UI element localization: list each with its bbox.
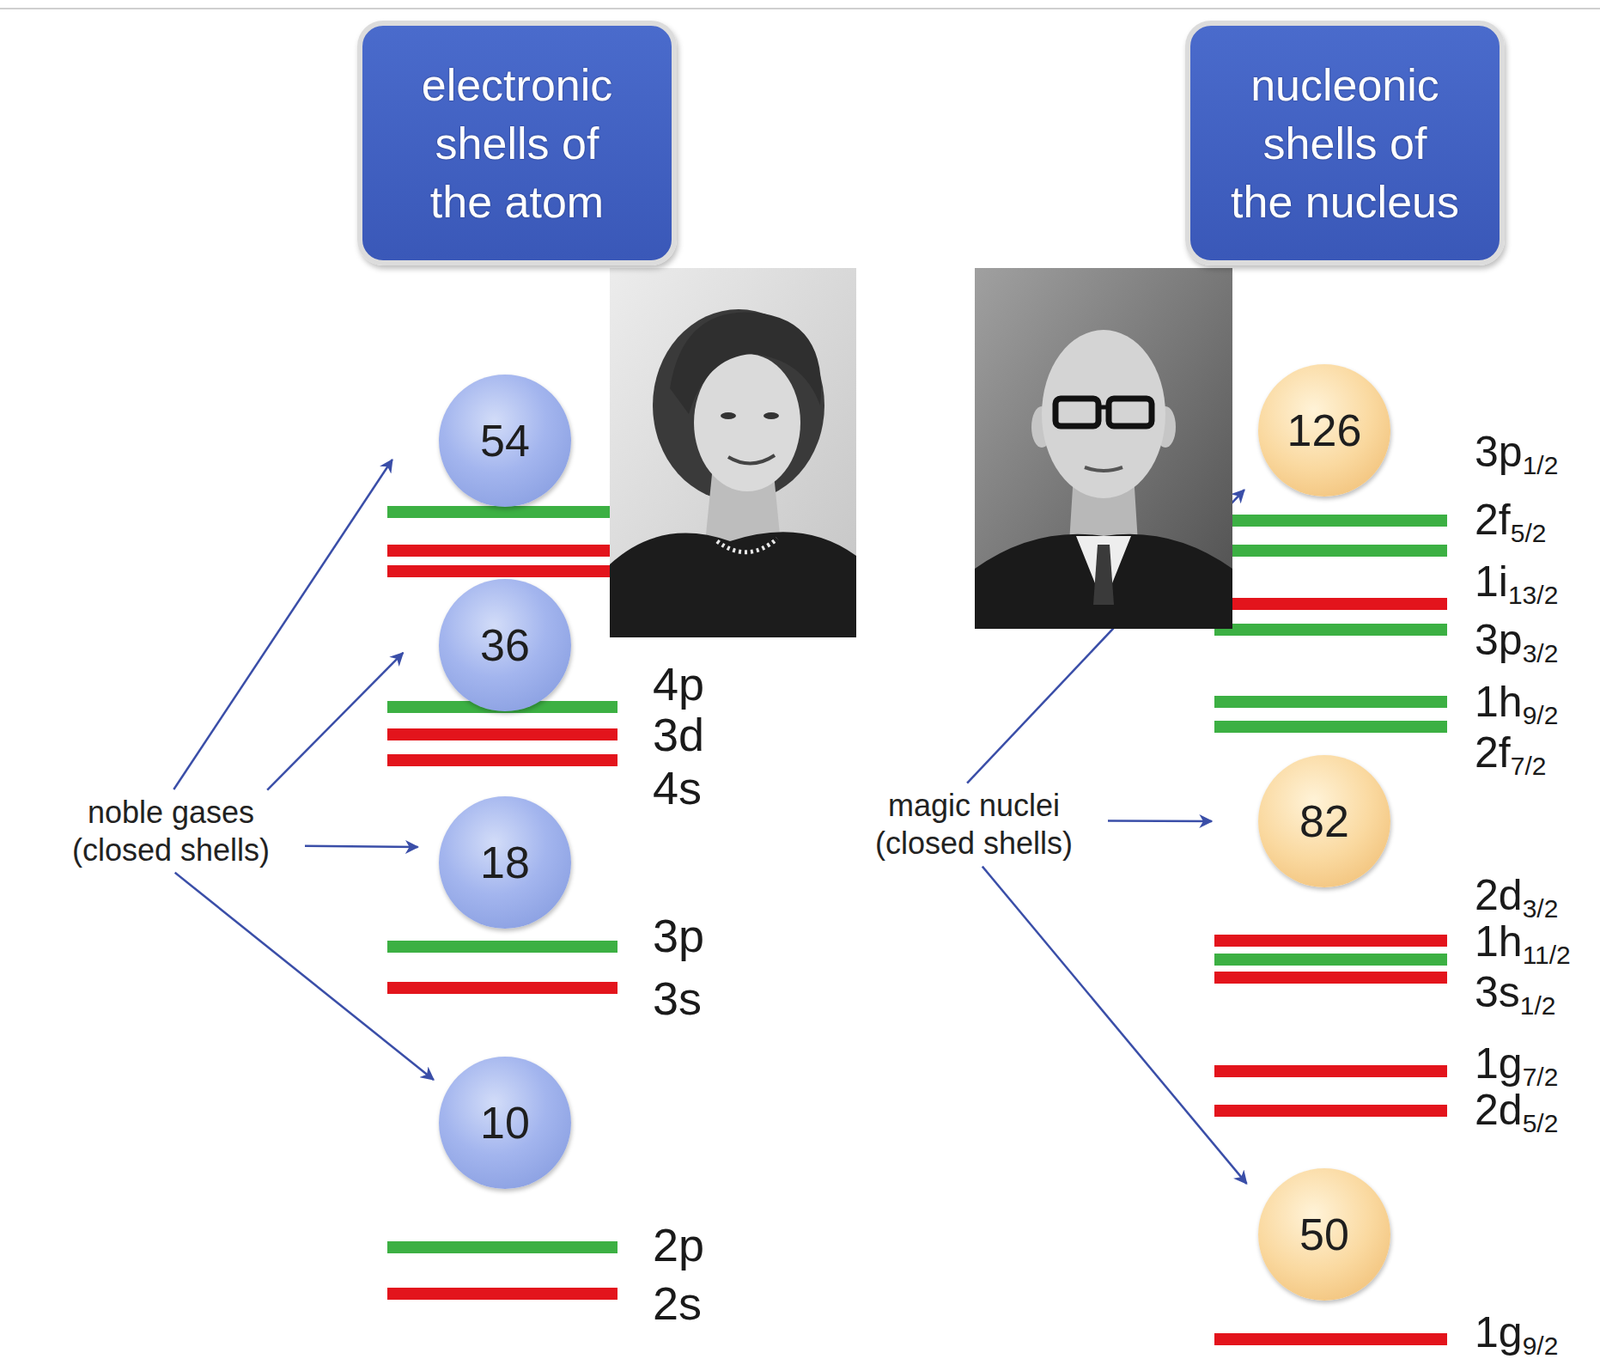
magic-number: 54	[480, 418, 530, 463]
hair-top	[669, 312, 822, 414]
level-label: 1h9/2	[1474, 680, 1558, 729]
header-box: electronic shells of the atom	[357, 20, 677, 266]
tie	[1093, 544, 1114, 605]
arrow-connector	[1107, 819, 1212, 822]
level-label: 2p	[652, 1221, 705, 1268]
group-label: magic nuclei (closed shells)	[845, 786, 1103, 863]
level-bar	[387, 981, 618, 994]
shell-circle: 10	[438, 1056, 572, 1189]
level-label: 3p	[652, 912, 705, 959]
dress	[609, 531, 857, 638]
head	[1041, 329, 1166, 499]
level-label: 3s	[652, 974, 702, 1022]
level-label: 2d3/2	[1474, 873, 1558, 922]
shell-circle: 18	[438, 796, 572, 929]
level-label: 4p	[652, 660, 705, 707]
level-bar	[387, 505, 618, 518]
level-bar	[387, 1287, 618, 1300]
arrow-connector	[267, 652, 403, 791]
necklace	[717, 538, 778, 553]
level-label: 2f5/2	[1474, 498, 1546, 547]
magic-number: 126	[1287, 407, 1363, 453]
level-label: 3s1/2	[1474, 970, 1557, 1019]
level-bar	[1214, 953, 1448, 966]
level-bar	[1214, 514, 1448, 527]
header-text: nucleonic shells of the nucleus	[1228, 55, 1461, 232]
level-label: 1g9/2	[1474, 1310, 1558, 1359]
level-bar	[387, 754, 618, 767]
level-label: 2s	[652, 1279, 702, 1327]
level-bar	[1214, 971, 1448, 984]
group-text: magic nuclei (closed shells)	[845, 786, 1103, 863]
level-bar	[1214, 720, 1448, 733]
portrait-photo	[974, 267, 1233, 629]
shell-circle: 54	[438, 374, 572, 507]
magic-number: 36	[480, 622, 530, 668]
level-bar	[387, 1241, 618, 1254]
level-bar	[387, 728, 618, 741]
level-label: 4s	[652, 764, 702, 811]
level-bar	[1214, 544, 1448, 557]
level-bar	[1214, 623, 1448, 636]
mouth	[1084, 467, 1123, 471]
group-label: noble gases (closed shells)	[42, 793, 300, 870]
level-bar	[1214, 1064, 1448, 1077]
level-label: 1g7/2	[1474, 1041, 1558, 1090]
eye	[720, 412, 737, 420]
nucleus-levels	[1214, 514, 1448, 1345]
arrow-connector	[173, 459, 392, 790]
level-bar	[1214, 934, 1448, 947]
level-bar	[1214, 1104, 1448, 1117]
group-text: noble gases (closed shells)	[42, 793, 300, 870]
magic-number: 18	[480, 839, 530, 885]
level-bar	[1214, 695, 1448, 708]
eye	[763, 412, 779, 420]
atom-levels	[387, 505, 618, 1300]
shell-circle: 126	[1258, 364, 1391, 497]
shell-circle: 82	[1258, 754, 1391, 888]
level-label: 3p3/2	[1474, 618, 1558, 667]
magic-number: 10	[480, 1100, 530, 1145]
level-label: 2f7/2	[1474, 730, 1546, 779]
level-label: 3d	[652, 711, 705, 758]
shell-circle: 36	[438, 578, 572, 712]
arrow-connector	[175, 872, 434, 1080]
header-text: electronic shells of the atom	[407, 55, 627, 232]
glasses	[1108, 398, 1152, 426]
suit	[974, 534, 1233, 629]
level-bar	[387, 565, 618, 578]
photo-ground	[974, 267, 1233, 629]
mouth	[728, 455, 775, 464]
level-bar	[1214, 1332, 1448, 1345]
level-bar	[1214, 597, 1448, 610]
header-box: nucleonic shells of the nucleus	[1185, 20, 1505, 266]
photo-ground	[609, 267, 857, 638]
level-label: 2d5/2	[1474, 1088, 1558, 1137]
glasses	[1055, 398, 1099, 426]
level-bar	[387, 544, 618, 557]
arrow-connector	[982, 866, 1248, 1184]
face	[693, 353, 801, 492]
level-label: 3p1/2	[1474, 430, 1558, 479]
level-label: 1h11/2	[1474, 919, 1571, 968]
magic-number: 82	[1299, 798, 1350, 844]
magic-number: 50	[1299, 1211, 1350, 1257]
portrait-photo	[609, 267, 857, 638]
glasses-bridge	[1098, 405, 1109, 410]
top-rule	[0, 7, 1600, 10]
hair	[652, 309, 825, 502]
arrow-connector	[304, 845, 419, 847]
shell-circle: 50	[1258, 1168, 1391, 1301]
level-label: 1i13/2	[1474, 559, 1558, 609]
level-bar	[387, 940, 618, 953]
shirt	[1076, 535, 1132, 605]
